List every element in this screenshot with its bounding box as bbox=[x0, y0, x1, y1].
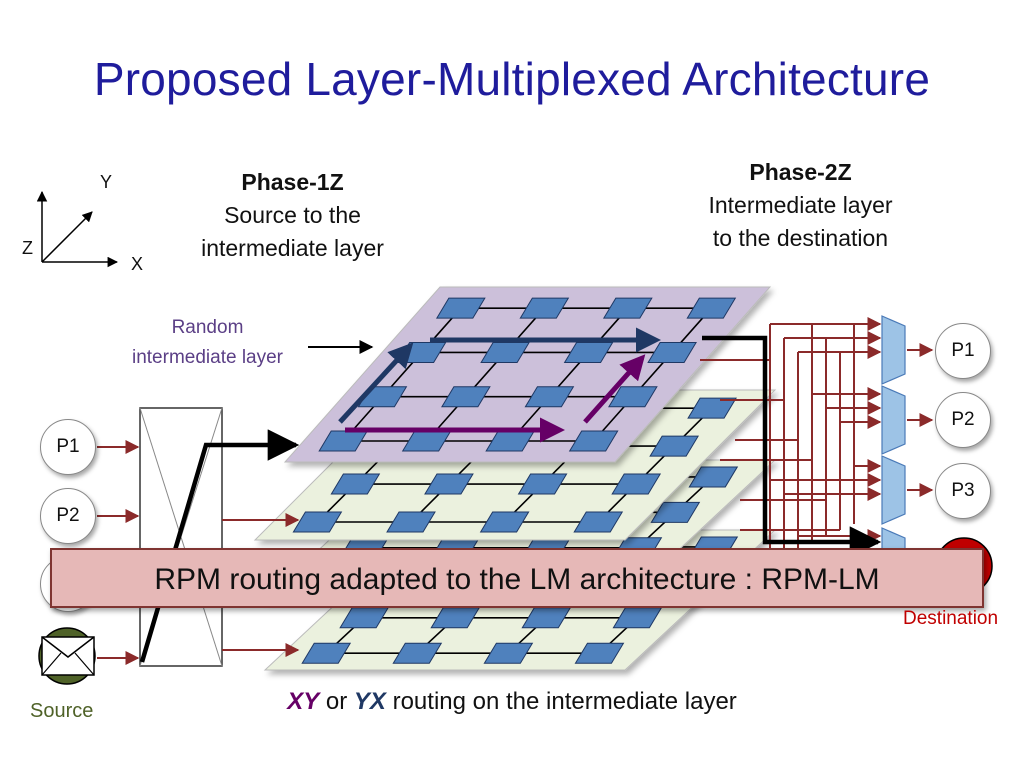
router-node bbox=[479, 511, 530, 533]
random-label-line1: Random bbox=[171, 317, 244, 338]
random-label-line2: intermediate layer bbox=[131, 347, 284, 368]
router-node bbox=[519, 297, 570, 319]
phase-2z-line1: Intermediate layer bbox=[708, 192, 893, 218]
caption-xy: XY bbox=[287, 688, 320, 715]
router-node bbox=[608, 386, 658, 408]
phase-1z-label: Phase-1Z Source to the intermediate laye… bbox=[160, 166, 425, 265]
page-title: Proposed Layer-Multiplexed Architecture bbox=[93, 53, 931, 105]
output-port-p3: P3 bbox=[935, 463, 991, 519]
output-multiplexer bbox=[881, 385, 906, 455]
phase-2z-heading: Phase-2Z bbox=[749, 159, 852, 185]
router-node bbox=[688, 466, 739, 488]
output-port-p1: P1 bbox=[935, 323, 991, 379]
router-node bbox=[574, 642, 625, 664]
axis-y-label: Y bbox=[100, 172, 113, 192]
destination-label: Destination bbox=[903, 608, 999, 629]
caption-yx: YX bbox=[353, 688, 386, 715]
output-multiplexer bbox=[881, 315, 906, 385]
phase-2z-label: Phase-2Z Intermediate layer to the desti… bbox=[668, 156, 933, 255]
router-node bbox=[483, 642, 534, 664]
axis-z-label: Z bbox=[22, 238, 33, 258]
router-node bbox=[435, 297, 486, 319]
router-node bbox=[330, 473, 381, 495]
source-envelope-icon bbox=[38, 627, 96, 685]
router-node bbox=[602, 297, 653, 319]
router-node bbox=[292, 511, 343, 533]
router-node bbox=[517, 473, 568, 495]
caption-or: or bbox=[325, 688, 348, 715]
random-intermediate-layer-label: Random intermediate layer bbox=[100, 313, 315, 373]
router-node bbox=[686, 297, 737, 319]
input-port-p1: P1 bbox=[40, 419, 96, 475]
phase-1z-line2: intermediate layer bbox=[201, 235, 384, 261]
xyz-axis-icon bbox=[36, 190, 119, 268]
router-node bbox=[386, 511, 436, 533]
router-node bbox=[649, 435, 700, 457]
yx-route-path bbox=[338, 327, 661, 424]
router-node bbox=[301, 642, 352, 664]
source-label: Source bbox=[30, 700, 94, 722]
routing-caption: XY or YX routing on the intermediate lay… bbox=[0, 688, 1024, 716]
phase-1z-heading: Phase-1Z bbox=[241, 169, 344, 195]
router-node bbox=[524, 386, 575, 408]
output-links bbox=[700, 317, 934, 561]
output-port-p2: P2 bbox=[935, 392, 991, 448]
caption-rest: routing on the intermediate layer bbox=[392, 688, 737, 715]
router-node bbox=[424, 473, 474, 495]
router-node bbox=[687, 397, 737, 419]
axis-x-label: X bbox=[131, 254, 144, 274]
output-multiplexer bbox=[881, 455, 906, 525]
xy-route-path bbox=[345, 354, 646, 443]
router-node bbox=[392, 642, 443, 664]
phase-2z-line2: to the destination bbox=[712, 225, 889, 251]
input-port-p2: P2 bbox=[40, 488, 96, 544]
router-node bbox=[650, 501, 701, 523]
phase-1z-line1: Source to the bbox=[224, 202, 361, 228]
router-node bbox=[611, 473, 662, 495]
router-node bbox=[573, 511, 624, 533]
phase-2z-path bbox=[702, 335, 882, 558]
router-node bbox=[441, 386, 491, 408]
summary-banner: RPM routing adapted to the LM architectu… bbox=[50, 548, 984, 608]
router-node bbox=[568, 430, 619, 452]
